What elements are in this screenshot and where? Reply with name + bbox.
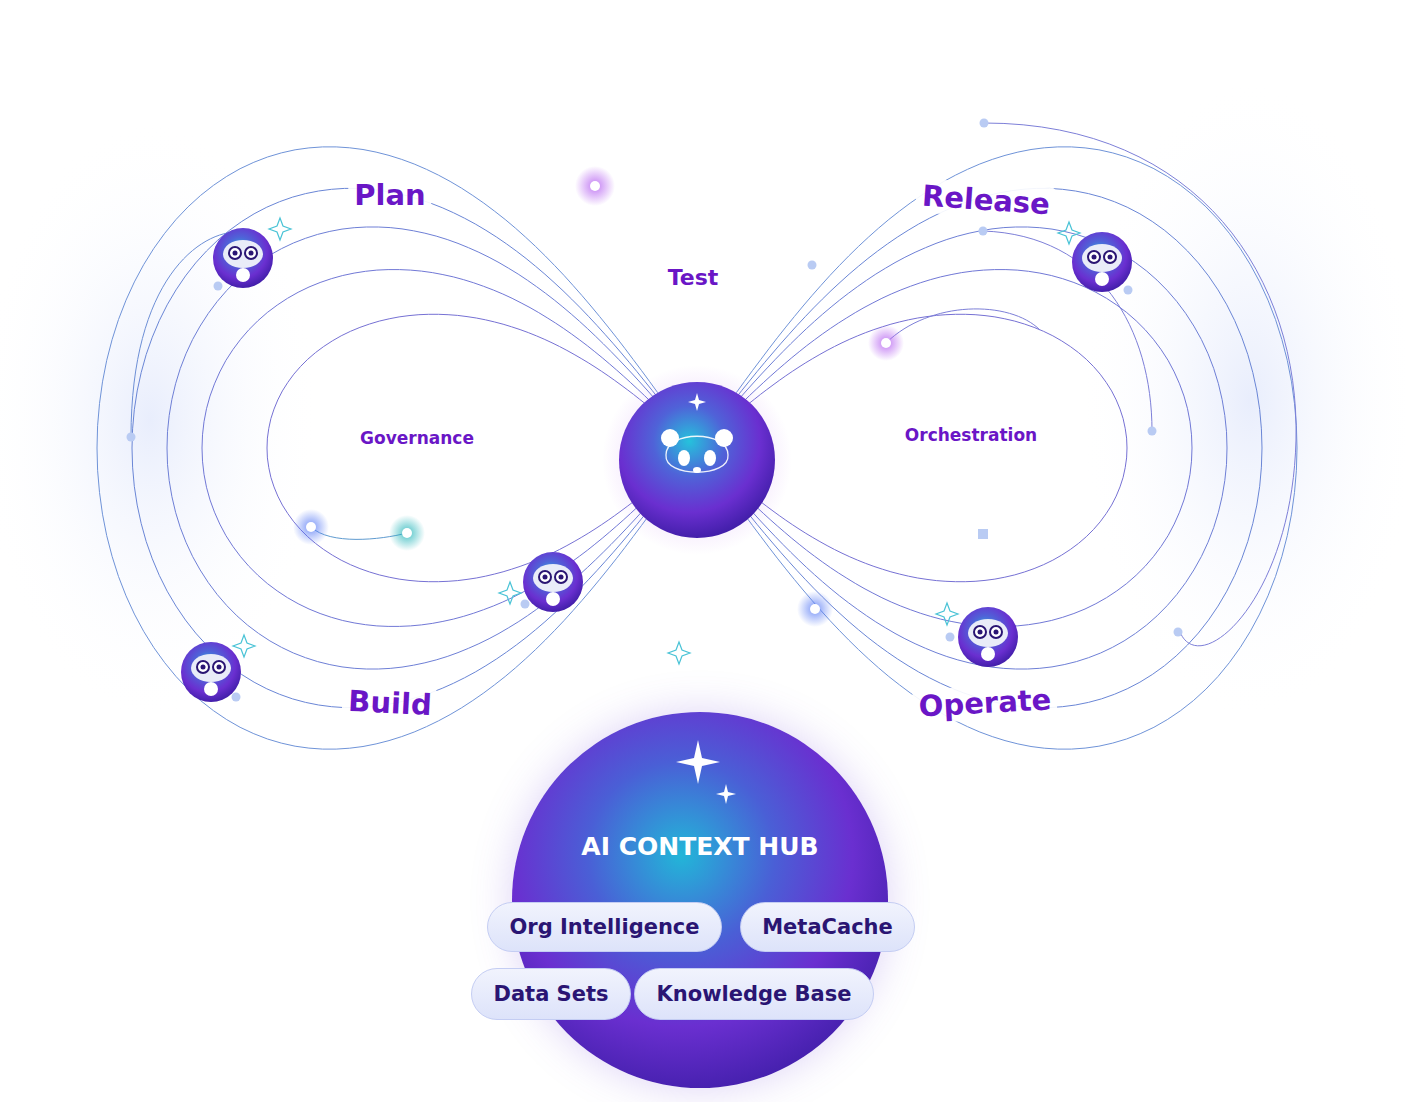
loop-line (267, 314, 1127, 581)
loop-line (167, 227, 1227, 669)
stage-label: Test (662, 265, 725, 290)
loop-line (132, 188, 1262, 707)
mascot-icon (523, 552, 583, 612)
pill-box: MetaCache (740, 902, 915, 952)
pill-text: Org Intelligence (509, 915, 699, 939)
hub-title: AI CONTEXT HUB (512, 832, 888, 861)
pill-text: MetaCache (762, 915, 893, 939)
hub-sparkle (512, 712, 888, 1088)
pill-text: Data Sets (493, 982, 608, 1006)
mascot-icon (1072, 232, 1132, 292)
pill-box: Knowledge Base (634, 968, 874, 1020)
mascot-icon (181, 642, 241, 702)
pill-text: Knowledge Base (656, 982, 851, 1006)
stage-label: Build (341, 684, 438, 723)
stage-label: Orchestration (899, 425, 1043, 445)
loop-line (97, 147, 1297, 749)
pill-box: Data Sets (471, 968, 631, 1020)
hub-circle: AI CONTEXT HUBOrg IntelligenceMetaCacheD… (512, 712, 888, 1088)
mascot-icon (958, 607, 1018, 667)
loop-line (202, 270, 1192, 627)
pill-box: Org Intelligence (487, 902, 722, 952)
stage-label: Plan (348, 178, 431, 212)
stage-label: Operate (912, 682, 1058, 724)
mascot-icon (213, 228, 273, 288)
stage-label: Governance (354, 428, 480, 448)
